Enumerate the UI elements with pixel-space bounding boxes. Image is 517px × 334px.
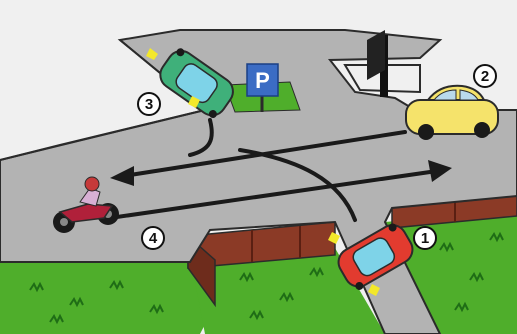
marker-2: 2 bbox=[474, 65, 496, 87]
marker-4: 4 bbox=[142, 227, 164, 249]
parking-sign-label: P bbox=[255, 68, 270, 93]
marker-3: 3 bbox=[138, 93, 160, 115]
marker-2-label: 2 bbox=[481, 68, 489, 85]
marker-1-label: 1 bbox=[421, 230, 429, 247]
marker-4-label: 4 bbox=[149, 230, 158, 247]
marker-1: 1 bbox=[414, 227, 436, 249]
marker-3-label: 3 bbox=[145, 96, 153, 113]
